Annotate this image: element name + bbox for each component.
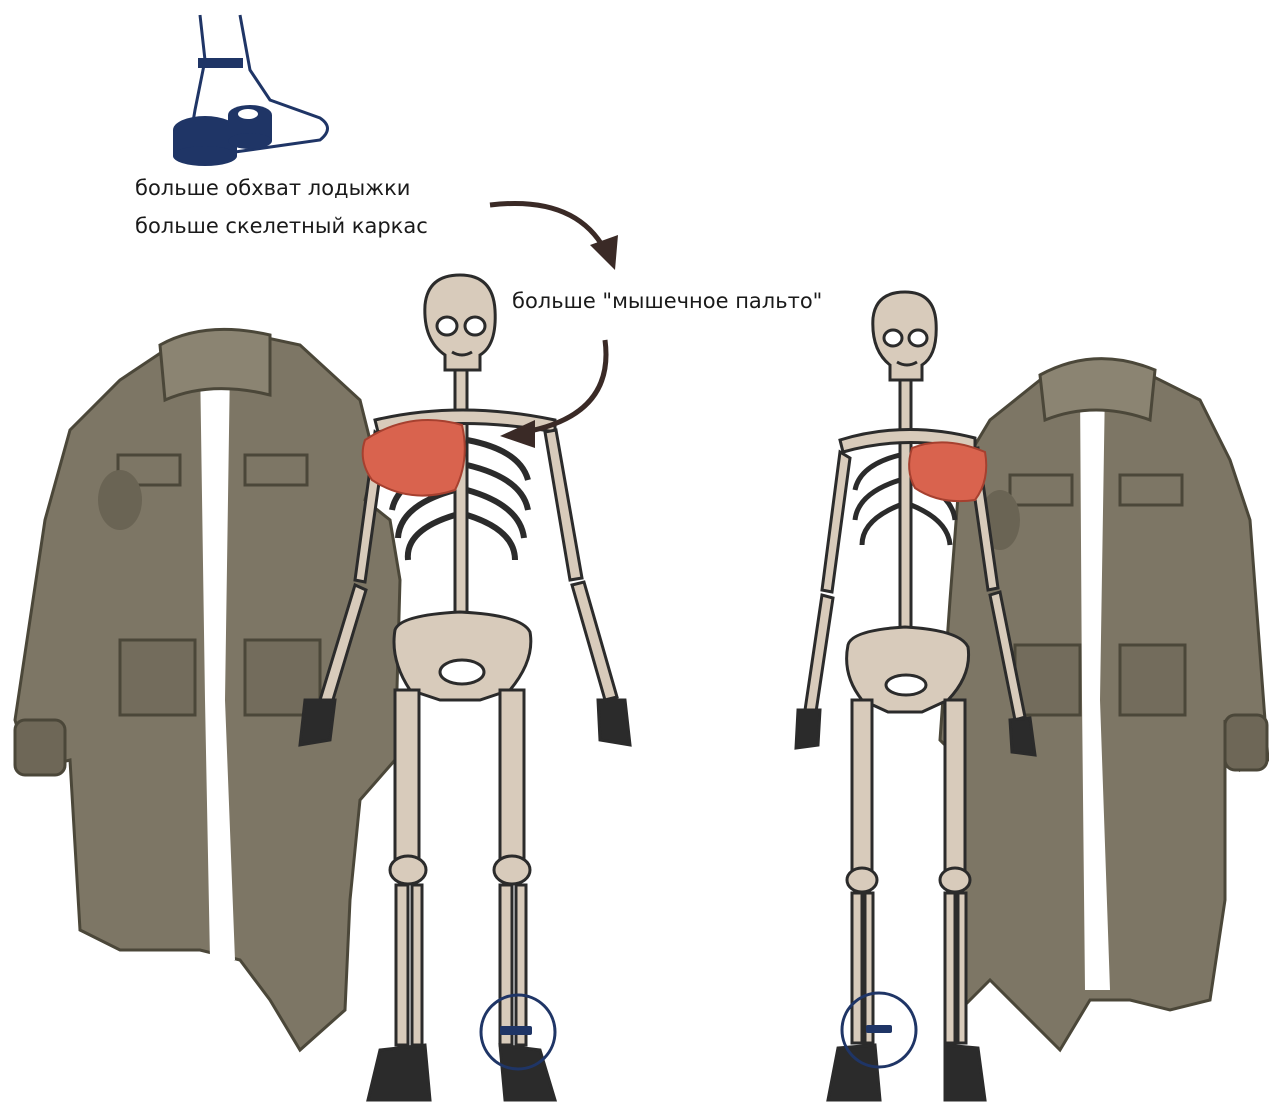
left-coat-icon: [15, 329, 400, 1050]
curved-arrow-icon: [490, 203, 618, 270]
skeleton-frame-label: больше скелетный каркас: [135, 210, 428, 242]
ankle-girth-label: больше обхват лодыжки: [135, 172, 410, 204]
right-pectoral-muscle: [909, 442, 986, 501]
foot-with-measuring-tape-icon: [173, 15, 328, 166]
muscle-coat-label: больше "мышечное пальто": [512, 285, 822, 317]
left-pectoral-muscle: [363, 420, 465, 496]
right-coat-icon: [940, 359, 1268, 1050]
